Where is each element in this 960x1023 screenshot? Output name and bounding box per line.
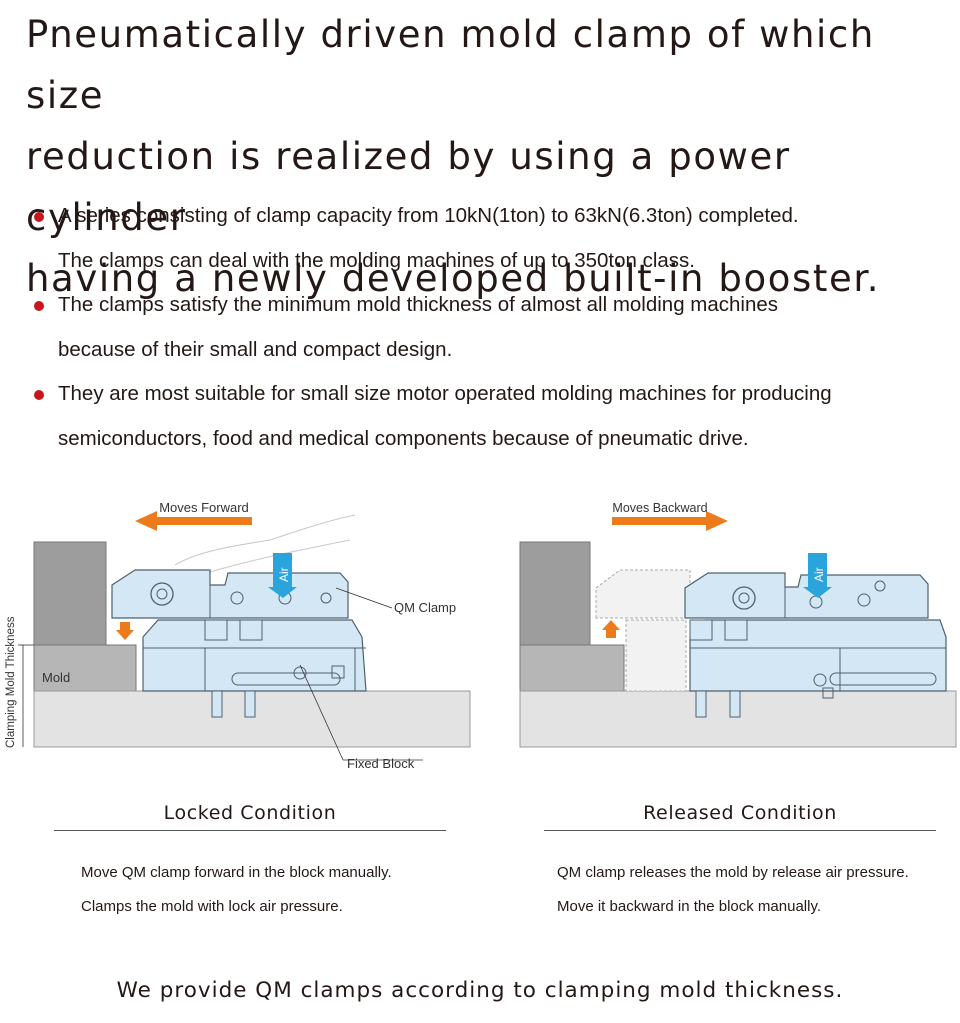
move-label: Moves Backward (612, 501, 707, 515)
locked-description: Move QM clamp forward in the block manua… (81, 856, 461, 924)
bullet-dot-icon (34, 390, 44, 400)
clamp-label: QM Clamp (394, 600, 456, 615)
list-item: They are most suitable for small size mo… (34, 372, 934, 461)
page-heading: Pneumatically driven mold clamp of which… (26, 4, 946, 309)
locked-desc-line-1: Move QM clamp forward in the block manua… (81, 864, 392, 881)
heading-line-1: Pneumatically driven mold clamp of which… (26, 13, 875, 117)
bullet-dot-icon (34, 212, 44, 222)
clamp-direction-arrow-icon (116, 622, 134, 640)
released-desc-line-2: Move it backward in the block manually. (557, 898, 822, 915)
locked-condition-title: Locked Condition (163, 802, 337, 824)
air-label: Air (277, 567, 291, 582)
locked-title-rule (54, 830, 446, 831)
ghost-clamp-outline (595, 569, 691, 619)
released-title-rule (544, 830, 936, 831)
mold-block (33, 644, 137, 693)
locked-condition-diagram: Moves Forward Air QM Clamp Fixed Block M… (5, 500, 471, 771)
air-arrow-icon (803, 553, 832, 598)
block-label: Fixed Block (347, 756, 415, 771)
clamp-body (111, 569, 349, 619)
footer-note: We provide QM clamps according to clampi… (116, 978, 844, 1003)
move-arrow-icon (612, 511, 728, 531)
clamp-direction-arrow-icon (602, 620, 620, 638)
feature-list: A series consisting of clamp capacity fr… (34, 194, 934, 461)
released-description: QM clamp releases the mold by release ai… (557, 856, 947, 924)
move-label: Moves Forward (159, 500, 249, 515)
heading-line-2: reduction is realized by using a power c… (26, 135, 791, 239)
released-condition-title: Released Condition (643, 802, 837, 824)
clamp-body (684, 572, 929, 619)
released-condition-diagram: Moves Backward Air (519, 501, 957, 748)
clamp-bolt-icon (732, 586, 756, 610)
locked-desc-line-2: Clamps the mold with lock air pressure. (81, 898, 343, 915)
list-item: The clamps satisfy the minimum mold thic… (34, 283, 934, 372)
released-desc-line-1: QM clamp releases the mold by release ai… (557, 864, 909, 881)
mold-block (519, 644, 625, 693)
air-label: Air (812, 567, 826, 582)
thickness-label: Clamping Mold Thickness (5, 616, 17, 748)
list-item: A series consisting of clamp capacity fr… (34, 194, 934, 283)
move-arrow-icon (135, 511, 252, 531)
clamp-bolt-icon (150, 582, 174, 606)
air-arrow-icon (268, 553, 297, 598)
heading-line-3: having a newly developed built-in booste… (26, 257, 881, 300)
bullet-dot-icon (34, 301, 44, 311)
mold-label: Mold (42, 670, 70, 685)
